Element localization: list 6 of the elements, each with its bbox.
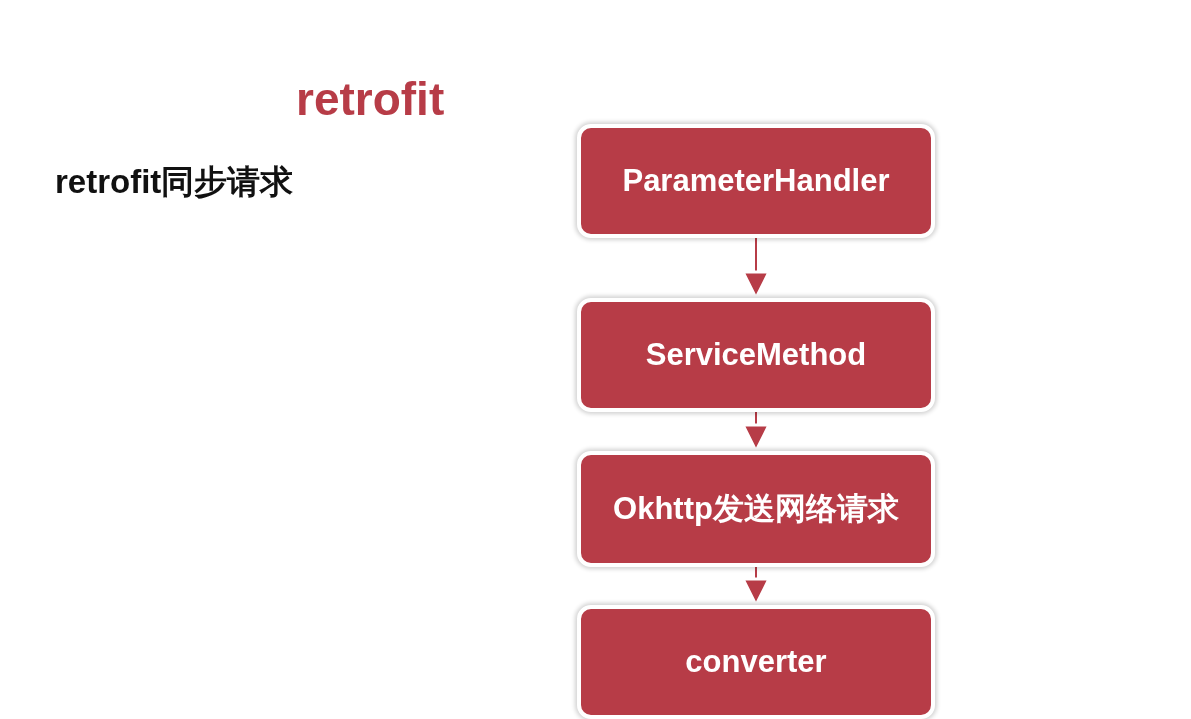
box-label: ParameterHandler	[622, 163, 890, 199]
subtitle: retrofit同步请求	[55, 162, 294, 202]
box-label: Okhttp发送网络请求	[613, 490, 899, 528]
box-label: converter	[685, 644, 827, 680]
box-label: ServiceMethod	[645, 337, 867, 373]
title: retrofit	[296, 72, 445, 126]
